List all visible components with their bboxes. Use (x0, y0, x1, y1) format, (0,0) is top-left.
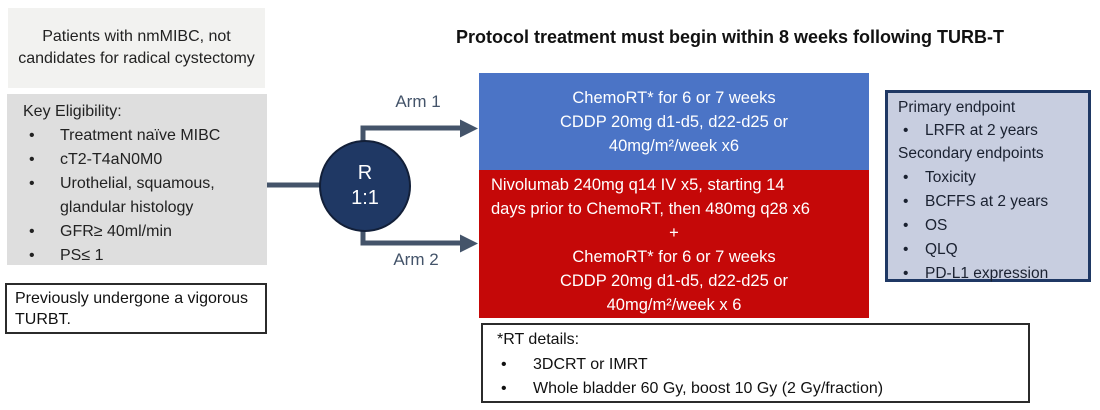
list-item: Urothelial, squamous, glandular histolog… (23, 172, 259, 220)
list-item: PS≤ 1 (23, 244, 259, 268)
arm1-line: 40mg/m²/week x6 (608, 136, 740, 155)
arm2-chemort-line: ChemoRT* for 6 or 7 weeks (572, 248, 776, 266)
patients-population-text: Patients with nmMIBC, not candidates for… (18, 28, 255, 67)
list-item: cT2-T4aN0M0 (23, 148, 259, 172)
endpoints-box: Primary endpoint LRFR at 2 years Seconda… (885, 90, 1091, 286)
prior-turbt-box: Previously undergone a vigorous TURBT. (5, 283, 267, 334)
secondary-endpoints-heading: Secondary endpoints (898, 145, 1044, 163)
arm1-chemort-box: ChemoRT* for 6 or 7 weeks CDDP 20mg d1-d… (479, 73, 869, 170)
list-item: LRFR at 2 years (898, 119, 1082, 143)
arm2-nivolumab-line: Nivolumab 240mg q14 IV x5, starting 14 (491, 176, 785, 194)
list-item: OS (898, 214, 1082, 238)
secondary-endpoints-list: Toxicity BCFFS at 2 years OS QLQ PD-L1 e… (898, 166, 1082, 286)
arm2-label: Arm 2 (393, 250, 439, 269)
list-item: Treatment naïve MIBC (23, 124, 259, 148)
list-item: BCFFS at 2 years (898, 190, 1082, 214)
arm2-chemort-line: CDDP 20mg d1-d5, d22-d25 or (559, 272, 789, 290)
arm1-label: Arm 1 (395, 92, 441, 111)
patients-population-box: Patients with nmMIBC, not candidates for… (8, 8, 265, 88)
arm1-line: CDDP 20mg d1-d5, d22-d25 or (559, 112, 789, 131)
list-item: Toxicity (898, 166, 1082, 190)
arm1-arrowhead-icon (460, 119, 478, 138)
randomization-r-label: R (357, 162, 373, 184)
primary-endpoint-heading: Primary endpoint (898, 99, 1016, 116)
page-title: Protocol treatment must begin within 8 w… (455, 27, 1005, 47)
randomization-circle: R 1:1 (319, 140, 411, 232)
list-item: PD-L1 expression (898, 262, 1082, 286)
rt-details-box: *RT details: 3DCRT or IMRT Whole bladder… (481, 323, 1030, 403)
rt-details-heading: *RT details: (497, 331, 580, 348)
randomization-ratio-label: 1:1 (351, 187, 379, 209)
arm1-line: ChemoRT* for 6 or 7 weeks (572, 88, 776, 107)
list-item: QLQ (898, 238, 1082, 262)
list-item: 3DCRT or IMRT (497, 353, 1018, 377)
prior-turbt-text: Previously undergone a vigorous TURBT. (15, 290, 249, 329)
key-eligibility-box: Key Eligibility: Treatment naïve MIBC cT… (7, 94, 267, 268)
arm2-arrowhead-icon (460, 234, 478, 253)
key-eligibility-heading: Key Eligibility: (23, 103, 122, 120)
arm2-nivolumab-line: days prior to ChemoRT, then 480mg q28 x6 (491, 200, 810, 218)
primary-endpoint-list: LRFR at 2 years (898, 119, 1082, 143)
key-eligibility-list: Treatment naïve MIBC cT2-T4aN0M0 Urothel… (23, 124, 259, 268)
list-item: GFR≥ 40ml/min (23, 220, 259, 244)
list-item: Whole bladder 60 Gy, boost 10 Gy (2 Gy/f… (497, 377, 1018, 401)
arm2-plus-sign: + (669, 224, 679, 242)
arm2-nivolumab-chemort-box: Nivolumab 240mg q14 IV x5, starting 14 d… (479, 170, 869, 318)
arm2-chemort-line: 40mg/m²/week x 6 (606, 296, 742, 314)
rt-details-list: 3DCRT or IMRT Whole bladder 60 Gy, boost… (497, 353, 1018, 401)
